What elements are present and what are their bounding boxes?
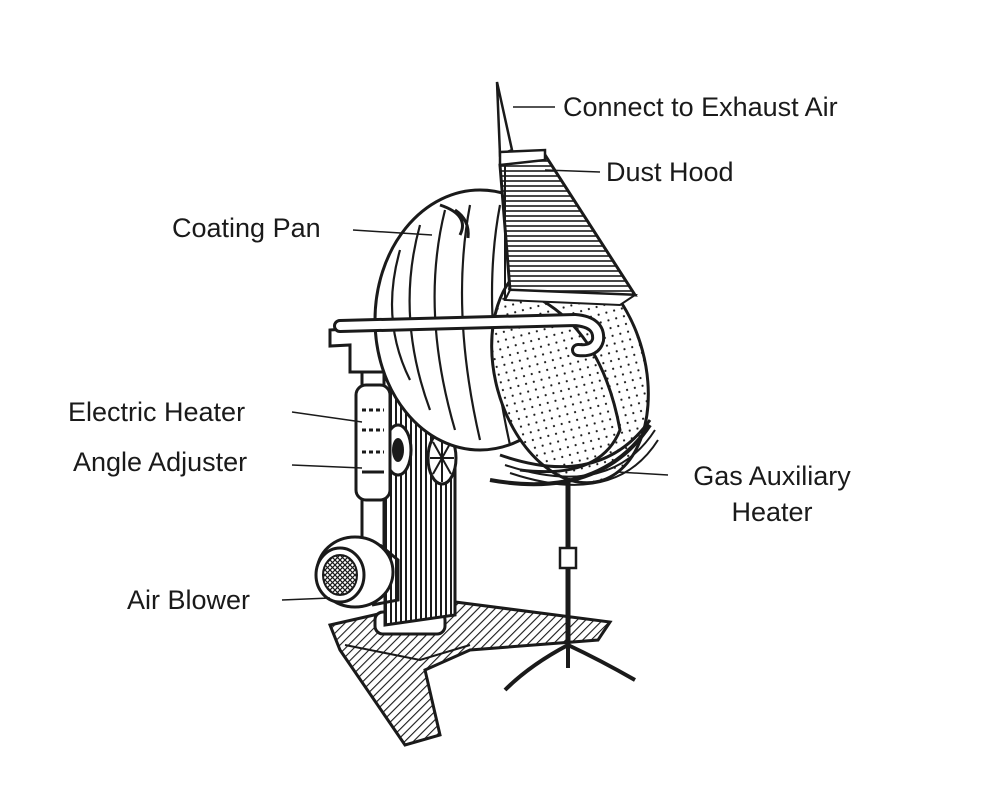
label-gas-heater-line1: Gas Auxiliary [693, 461, 851, 491]
leader-lines [281, 106, 669, 601]
label-gas-auxiliary-heater: Gas Auxiliary Heater [672, 460, 872, 528]
dust-hood [495, 81, 639, 307]
label-exhaust: Connect to Exhaust Air [563, 92, 838, 122]
label-gas-heater-line2: Heater [731, 497, 813, 527]
label-angle-adjuster: Angle Adjuster [73, 447, 248, 477]
label-air-blower: Air Blower [127, 585, 251, 615]
air-inlet-pipe [333, 312, 606, 358]
label-dust-hood: Dust Hood [606, 157, 734, 187]
gas-heater-stand [503, 478, 636, 692]
label-electric-heater: Electric Heater [68, 397, 246, 427]
air-blower-unit [314, 535, 400, 609]
label-coating-pan: Coating Pan [172, 213, 321, 243]
